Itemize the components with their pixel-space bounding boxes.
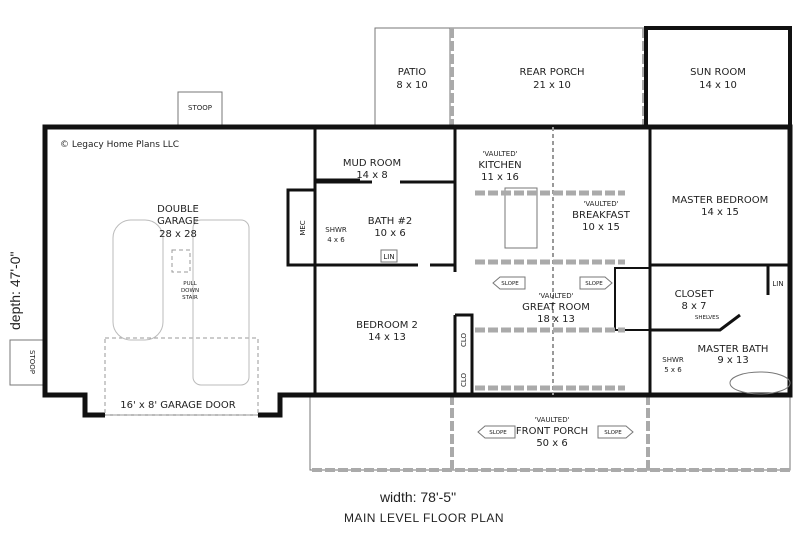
master-bedroom-label: MASTER BEDROOM [672,195,769,206]
great-room-label: GREAT ROOM [522,302,590,313]
clo-label: CLO [460,332,468,347]
closet-shelves: SHELVES [695,315,720,321]
slope-arrow: SLOPE [477,425,516,439]
patio-label: PATIO [398,67,427,78]
exterior-wall [42,124,793,418]
closet-label: CLOSET [675,289,715,300]
sun-room-label: SUN ROOM [690,67,746,78]
garage-door-label: 16' x 8' GARAGE DOOR [120,400,236,411]
bath2-size: 10 x 6 [374,228,405,239]
patio-size: 8 x 10 [396,80,427,91]
rear-porch-label: REAR PORCH [519,67,584,78]
shower2-size: 4 x 6 [327,236,345,244]
master-shower-size: 5 x 6 [664,366,682,374]
sun-room-size: 14 x 10 [699,80,737,91]
slope-arrow: SLOPE [597,425,634,439]
kitchen-note: 'VAULTED' [482,150,517,158]
svg-text:SLOPE: SLOPE [501,281,519,287]
lin2-label: LIN [772,280,783,288]
width-dimension: width: 78'-5" [379,489,456,505]
shower2-label: SHWR [325,226,347,234]
slope-arrow: SLOPE [579,276,613,290]
front-porch-label: FRONT PORCH [516,426,588,437]
great-room-size: 18 x 13 [537,314,575,325]
mud-room-size: 14 x 8 [356,170,387,181]
master-bedroom-size: 14 x 15 [701,207,739,218]
copyright: © Legacy Home Plans LLC [60,140,179,150]
bedroom2-label: BEDROOM 2 [356,320,418,331]
garage-label-2: GARAGE [157,216,199,227]
mec-label: MEC [299,220,307,235]
svg-text:SLOPE: SLOPE [604,430,622,436]
lin1-label: LIN [383,253,394,261]
stoop-left-label: STOOP [28,350,36,374]
pull-down-stair-3: STAIR [182,295,198,301]
interior-walls [286,127,791,395]
front-porch-note: 'VAULTED' [534,416,569,424]
kitchen-size: 11 x 16 [481,172,519,183]
depth-dimension: depth: 47'-0" [7,251,23,330]
bath2-label: BATH #2 [368,216,412,227]
mud-room-label: MUD ROOM [343,158,401,169]
exterior-wall [258,395,283,418]
slope-arrow: SLOPE [492,276,526,290]
closet-size: 8 x 7 [682,301,707,312]
svg-text:SLOPE: SLOPE [489,430,507,436]
pull-down-stair-2: DOWN [181,288,199,294]
bedroom2-size: 14 x 13 [368,332,406,343]
master-bath-label: MASTER BATH [698,344,769,355]
svg-text:SLOPE: SLOPE [585,281,603,287]
car-outlines [112,219,250,386]
breakfast-label: BREAKFAST [572,210,631,221]
pull-down-stair-1: PULL [183,281,197,287]
breakfast-size: 10 x 15 [582,222,620,233]
garage-size: 28 x 28 [159,229,197,240]
kitchen-label: KITCHEN [478,160,521,171]
rear-porch-size: 21 x 10 [533,80,571,91]
breakfast-note: 'VAULTED' [583,200,618,208]
stoop-top-label: STOOP [188,104,212,112]
front-porch-size: 50 x 6 [536,438,567,449]
master-bath-size: 9 x 13 [717,355,748,366]
clo2-label: CLO [460,372,468,387]
master-shower-label: SHWR [662,356,684,364]
great-room-note: 'VAULTED' [538,292,573,300]
garage-label-1: DOUBLE [157,204,199,215]
plan-title: MAIN LEVEL FLOOR PLAN [344,511,504,525]
